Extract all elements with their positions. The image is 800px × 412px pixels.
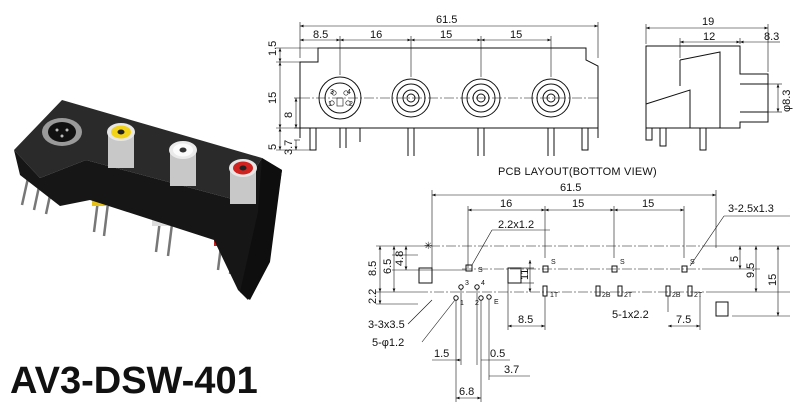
photo-body-front xyxy=(14,150,282,300)
pcb-dim-v95: 9.5 xyxy=(745,263,757,278)
pcb-layout: 61.5 16 15 15 ✳ S 3 4 1 2 E S S xyxy=(367,182,790,402)
pcb-dim-h22: 2.2 xyxy=(367,289,379,304)
front-dim-center: 8 xyxy=(283,112,295,118)
product-photo xyxy=(14,100,282,300)
side-dim-depth: 19 xyxy=(702,16,714,28)
svg-text:E: E xyxy=(494,299,499,306)
front-outline xyxy=(299,47,599,129)
front-dim-height: 15 xyxy=(267,92,279,104)
side-dim-mid: 12 xyxy=(703,31,715,43)
svg-text:2: 2 xyxy=(349,101,353,108)
pcb-dim-v15: 15 xyxy=(767,274,779,286)
pcb-dim-v11: 11 xyxy=(519,269,531,280)
side-dim-diameter: φ8.3 xyxy=(781,90,793,112)
svg-text:4: 4 xyxy=(481,280,485,287)
pcb-dim-d37: 3.7 xyxy=(504,364,519,376)
front-dim-b: 16 xyxy=(370,29,382,41)
svg-text:1T: 1T xyxy=(550,292,559,299)
pcb-slot-top: 2.2x1.2 xyxy=(498,219,534,231)
pcb-dim-total: 61.5 xyxy=(560,182,581,194)
side-outline xyxy=(645,45,769,129)
pcb-round-hole: 5-φ1.2 xyxy=(372,337,404,349)
pcb-dim-d68: 6.8 xyxy=(459,386,474,398)
pcb-dim-h48: 4.8 xyxy=(394,251,406,266)
svg-text:2T: 2T xyxy=(694,292,703,299)
svg-text:3: 3 xyxy=(465,280,469,287)
front-dim-d: 15 xyxy=(510,29,522,41)
photo-rca-white xyxy=(169,141,197,186)
pcb-sq-mid xyxy=(507,267,522,284)
pcb-slot-right: 3-2.5x1.3 xyxy=(728,203,774,215)
pcb-label-s1: S xyxy=(478,267,483,274)
svg-text:4: 4 xyxy=(347,89,351,96)
side-view: 19 12 8.3 φ8.3 xyxy=(645,16,793,151)
svg-text:2B: 2B xyxy=(672,292,681,299)
front-dim-top: 1.5 xyxy=(267,41,279,56)
front-dim-foot: 3.7 xyxy=(283,140,295,155)
svg-text:2B: 2B xyxy=(602,292,611,299)
svg-text:1: 1 xyxy=(328,101,332,108)
pcb-sq-right xyxy=(715,301,729,317)
pcb-caption: PCB LAYOUT(BOTTOM VIEW) xyxy=(498,166,657,178)
pcb-dim-c: 15 xyxy=(572,198,584,210)
svg-text:1: 1 xyxy=(460,300,464,307)
pcb-edge-mark: ✳ xyxy=(424,241,432,252)
photo-svideo-jack xyxy=(42,118,82,146)
front-dim-a: 8.5 xyxy=(313,29,328,41)
pcb-dim-h65: 6.5 xyxy=(382,259,394,274)
front-dim-total: 61.5 xyxy=(436,14,457,26)
pcb-slot-bottom: 5-1x2.2 xyxy=(612,309,649,321)
pcb-dim-d85: 8.5 xyxy=(518,314,533,326)
pcb-pad-s1 xyxy=(465,264,473,272)
photo-rca-red xyxy=(229,159,257,204)
pcb-dim-h85: 8.5 xyxy=(367,261,379,276)
pcb-dim-d15: 1.5 xyxy=(434,348,449,360)
side-dim-nose: 8.3 xyxy=(764,31,779,43)
photo-body-side xyxy=(240,158,282,300)
svg-text:2T: 2T xyxy=(624,292,633,299)
front-dim-pin: 5 xyxy=(267,144,279,150)
front-pins xyxy=(309,128,589,156)
svg-text:S: S xyxy=(620,259,625,266)
part-number-title: AV3-DSW-401 xyxy=(10,360,258,402)
svg-text:S: S xyxy=(551,259,556,266)
pcb-dim-d05: 0.5 xyxy=(490,348,505,360)
front-dim-c: 15 xyxy=(440,29,452,41)
pcb-sq-left xyxy=(418,267,433,284)
front-view: 3 4 1 2 61.5 xyxy=(267,14,599,156)
pcb-dim-v5: 5 xyxy=(729,256,741,262)
photo-rca-yellow xyxy=(107,123,135,168)
pcb-dim-d: 15 xyxy=(642,198,654,210)
pcb-dim-b: 16 xyxy=(500,198,512,210)
pcb-dim-d75: 7.5 xyxy=(676,314,691,326)
pcb-sq-hole: 3-3x3.5 xyxy=(368,319,405,331)
svg-text:3: 3 xyxy=(330,89,334,96)
